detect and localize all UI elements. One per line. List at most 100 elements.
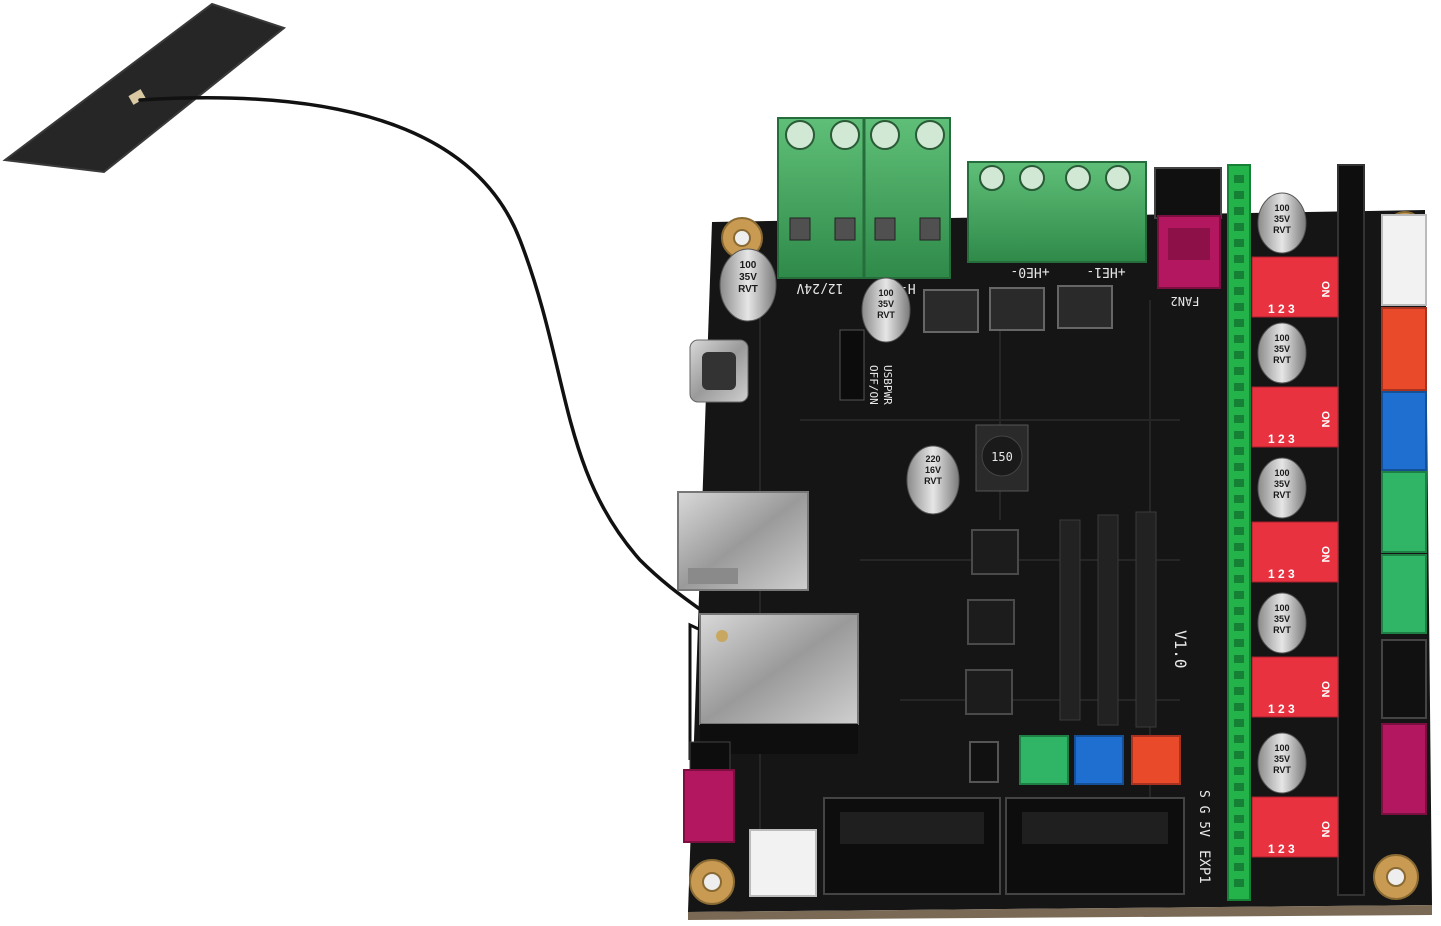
driver-capacitor-text: 100 (1274, 333, 1289, 343)
header-pin (1234, 319, 1244, 327)
jst-blue (1381, 391, 1427, 471)
header-pin (1234, 783, 1244, 791)
jst-green-1 (1381, 471, 1427, 553)
antenna-patch (5, 4, 284, 172)
header-pin (1234, 815, 1244, 823)
header-pin (1234, 383, 1244, 391)
header-pin (1234, 399, 1244, 407)
he1-label: +HE1- (1086, 264, 1125, 279)
header-pin (1234, 239, 1244, 247)
svg-text:RVT: RVT (924, 476, 942, 486)
green-pin-header (1227, 164, 1251, 901)
inductor: 150 (975, 424, 1029, 492)
driver-capacitor (1257, 457, 1307, 519)
svg-text:100: 100 (878, 288, 893, 298)
driver-capacitor-text: 35V (1274, 214, 1290, 224)
dip-on-label: ON (1319, 411, 1331, 428)
usb-c-port (689, 339, 749, 403)
header-pin (1234, 415, 1244, 423)
header-pin (1234, 623, 1244, 631)
header-pin (1234, 367, 1244, 375)
capacitor-small: 220 16V RVT (906, 445, 960, 515)
driver-capacitor-text: RVT (1273, 225, 1291, 235)
header-pin (1234, 863, 1244, 871)
dip-numbers: 1 2 3 (1268, 702, 1295, 716)
header-pin (1234, 559, 1244, 567)
terminal-silkscreen: +HE0- +HE1- H-BE 12/24V (796, 264, 1125, 295)
driver-capacitor-text: 100 (1274, 468, 1289, 478)
header-pin (1234, 671, 1244, 679)
svg-text:RVT: RVT (738, 284, 758, 295)
driver-capacitor (1257, 732, 1307, 794)
dip-numbers: 1 2 3 (1268, 567, 1295, 581)
header-pin (1234, 799, 1244, 807)
jst-green-2 (1381, 554, 1427, 634)
dip-on-label: ON (1319, 681, 1331, 698)
right-connectors (1381, 214, 1427, 815)
dip-on-label: ON (1319, 821, 1331, 838)
exp1-label: EXP1 (1196, 850, 1212, 884)
dip-switch (1251, 521, 1339, 583)
driver-capacitor-text: 35V (1274, 344, 1290, 354)
capacitor-left: 100 35V RVT (719, 248, 777, 322)
antenna-feed (128, 89, 146, 105)
antenna-cable (138, 96, 725, 642)
left-connectors (683, 741, 817, 897)
usb-power-label: USBPWR (881, 365, 894, 405)
driver-capacitor (1257, 322, 1307, 384)
antenna (2, 2, 725, 760)
header-pin (1234, 223, 1244, 231)
header-pin (1234, 511, 1244, 519)
header-pin (1234, 687, 1244, 695)
jst-red-bottom (1131, 735, 1181, 785)
driver-capacitor-text: 35V (1274, 614, 1290, 624)
header-pin (1234, 831, 1244, 839)
sd-card-slot (677, 491, 809, 591)
header-pin (1234, 543, 1244, 551)
jst-magenta-left (683, 769, 735, 843)
dip-on-label: ON (1319, 281, 1331, 298)
mosfets (923, 285, 1113, 333)
svg-text:35V: 35V (739, 272, 757, 283)
driver-capacitor-text: 100 (1274, 203, 1289, 213)
jst-magenta-right (1381, 723, 1427, 815)
version-label: V1.0 (1171, 630, 1190, 669)
header-pin (1234, 351, 1244, 359)
fan-label: FAN2 (1171, 294, 1200, 308)
jst-white-top (1381, 214, 1427, 306)
svg-text:220: 220 (925, 454, 940, 464)
mcu (1059, 511, 1157, 728)
top-black-connector: FAN2 (1154, 167, 1222, 308)
header-pin (1234, 271, 1244, 279)
jst-black-bottom-small (969, 741, 999, 783)
driver-capacitor-text: 35V (1274, 479, 1290, 489)
dip-on-label: ON (1319, 546, 1331, 563)
header-pin (1234, 495, 1244, 503)
svg-text:RVT: RVT (877, 310, 895, 320)
header-pin (1234, 479, 1244, 487)
driver-capacitor-text: RVT (1273, 355, 1291, 365)
driver-capacitor-text: 100 (1274, 743, 1289, 753)
dip-numbers: 1 2 3 (1268, 302, 1295, 316)
header-pin (1234, 639, 1244, 647)
driver-capacitor-text: RVT (1273, 625, 1291, 635)
header-pin (1234, 703, 1244, 711)
jst-white-bottom (749, 829, 817, 897)
dip-switch (1251, 386, 1339, 448)
power-label: 12/24V (796, 280, 843, 295)
jst-green-bottom (1019, 735, 1069, 785)
wifi-module (699, 613, 859, 754)
header-pin (1234, 751, 1244, 759)
header-pin (1234, 735, 1244, 743)
header-pin (1234, 191, 1244, 199)
jst-red (1381, 307, 1427, 391)
header-pin (1234, 591, 1244, 599)
svg-text:16V: 16V (925, 465, 941, 475)
header-pin (1234, 719, 1244, 727)
usb-power-jumper: USBPWR OFF/ON (839, 329, 894, 405)
